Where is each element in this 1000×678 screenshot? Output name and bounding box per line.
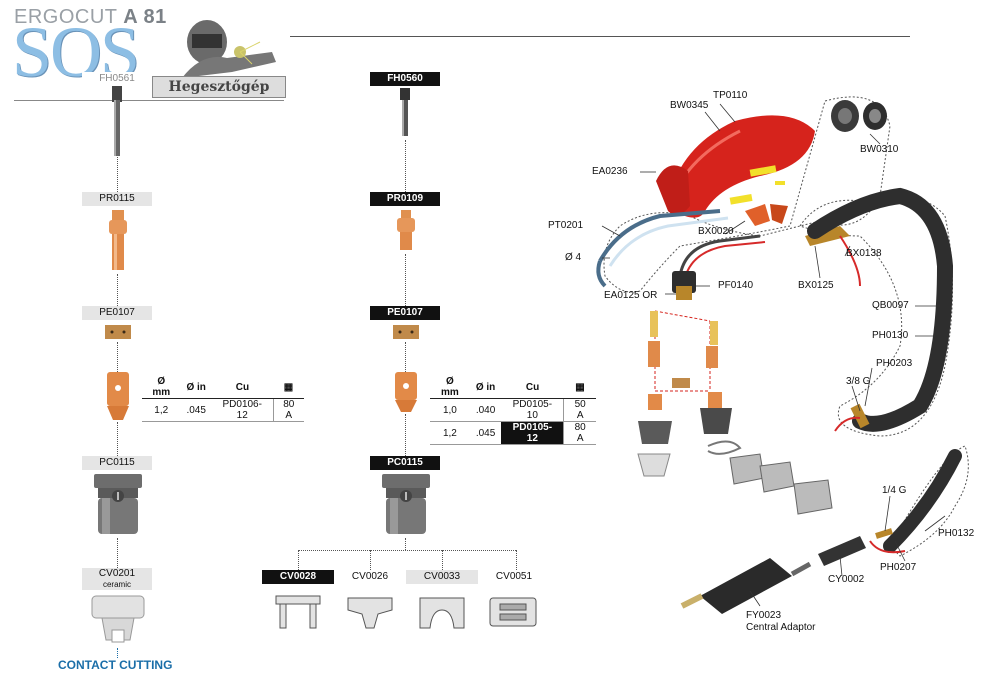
center-part-fh: FH0560	[370, 72, 440, 86]
cv-option-0028: CV0028	[262, 570, 334, 584]
center-part-pr: PR0109	[370, 192, 440, 206]
exploded-view-diagram	[596, 96, 969, 614]
callout-bx0020: BX0020	[698, 226, 734, 237]
cv-option-0026: CV0026	[334, 570, 406, 584]
left-connector-5	[117, 538, 118, 568]
center-spec-cell: 80 A	[563, 421, 596, 445]
left-part-cv: CV0201 ceramic	[82, 568, 152, 590]
callout-pf0140: PF0140	[718, 280, 754, 291]
cv-branch-1	[298, 550, 299, 570]
center-part-pe: PE0107	[370, 306, 440, 320]
left-connector-6	[117, 648, 118, 658]
left-pe-ring-icon	[105, 325, 131, 339]
callout-ph0203: PH0203	[876, 358, 913, 369]
cv-option-0033: CV0033	[406, 570, 478, 584]
left-part-pr: PR0115	[82, 192, 152, 206]
callout-ph0130: PH0130	[872, 330, 909, 341]
left-spec-cell: 1,2	[142, 398, 181, 422]
center-spec-h-mm: Ø mm	[430, 376, 470, 399]
left-spec-cell: 80 A	[272, 398, 304, 422]
amperage-icon: ▦	[563, 376, 596, 399]
center-pe-ring-icon	[393, 325, 419, 339]
center-pr-diffuser-icon	[397, 210, 415, 250]
center-spec-cell: .040	[469, 398, 502, 422]
callout-bx0125: BX0125	[798, 280, 834, 291]
callout-bx0138: BX0138	[846, 248, 882, 259]
callout-pt0201: PT0201	[548, 220, 584, 231]
center-connector-1	[405, 140, 406, 192]
contact-cutting-label: CONTACT CUTTING	[58, 658, 173, 672]
table-row: 1,2 .045 PD0106-12 80 A	[142, 398, 304, 422]
callout-tp0110: TP0110	[713, 90, 748, 101]
amperage-icon: ▦	[273, 376, 304, 399]
left-spec-h-in: Ø in	[180, 376, 212, 399]
header-rule	[290, 36, 910, 37]
welder-icon	[182, 20, 276, 78]
callout-bw0345: BW0345	[670, 100, 709, 111]
callout-ea0125: EA0125 OR	[604, 290, 658, 301]
center-spec-cell: 50 A	[563, 398, 596, 422]
center-connector-5	[405, 538, 406, 550]
brand-label: Hegesztőgép	[152, 76, 286, 98]
left-pr-diffuser-icon	[109, 210, 127, 270]
cv-branch-2	[370, 550, 371, 570]
left-connector-2	[117, 274, 118, 306]
left-spec-table: Ø mm Ø in Cu ▦ 1,2 .045 PD0106-12 80 A	[142, 376, 304, 422]
center-tip-icon	[395, 372, 417, 412]
left-spec-h-mm: Ø mm	[142, 376, 181, 399]
cv-branch-3	[442, 550, 443, 570]
callout-fy0023: FY0023	[746, 610, 782, 621]
left-connector-3	[117, 342, 118, 372]
callout-qb0097: QB0097	[872, 300, 909, 311]
center-spec-table: Ø mm Ø in Cu ▦ 1,0 .040 PD0105-10 50 A 1…	[430, 376, 596, 445]
left-cv-code: CV0201	[98, 568, 136, 579]
table-row: 1,2 .045 PD0105-12 80 A	[430, 421, 596, 445]
left-pc-cap-icon	[94, 474, 142, 534]
left-part-pc: PC0115	[82, 456, 152, 470]
center-spec-h-cu: Cu	[501, 376, 564, 399]
cv-branch-4	[516, 550, 517, 570]
left-spec-cell: .045	[180, 398, 212, 422]
center-fh-electrode-icon	[400, 88, 410, 136]
left-fh-electrode-icon	[112, 86, 122, 156]
callout-bw0310: BW0310	[860, 144, 899, 155]
center-connector-3	[405, 342, 406, 372]
cv-branch-line	[298, 550, 516, 551]
left-cv-note: ceramic	[102, 580, 131, 589]
center-spec-cell: 1,2	[430, 421, 470, 445]
center-part-pc: PC0115	[370, 456, 440, 470]
center-spec-cell: 1,0	[430, 398, 470, 422]
left-tip-icon	[107, 372, 129, 420]
left-part-fh: FH0561	[82, 72, 152, 86]
center-spec-cell: PD0105-12	[501, 421, 564, 445]
left-spec-h-cu: Cu	[211, 376, 274, 399]
left-cv-spacer-icon	[91, 595, 145, 643]
page-title: ERGOCUT A 81	[14, 6, 167, 28]
callout-g14: 1/4 G	[882, 485, 907, 496]
cv-spacers-icons	[275, 595, 537, 629]
callout-ph0207: PH0207	[880, 562, 917, 573]
center-connector-2	[405, 254, 406, 306]
center-connector-4	[405, 414, 406, 456]
callout-g38: 3/8 G	[846, 376, 871, 387]
table-row: 1,0 .040 PD0105-10 50 A	[430, 398, 596, 422]
cv-option-0051: CV0051	[478, 570, 550, 584]
callout-ea0236: EA0236	[592, 166, 628, 177]
callout-cy0002: CY0002	[828, 574, 865, 585]
left-part-pe: PE0107	[82, 306, 152, 320]
center-spec-cell: .045	[469, 421, 502, 445]
callout-ph0132: PH0132	[938, 528, 975, 539]
logo-rule	[14, 100, 284, 101]
center-pc-cap-icon	[382, 474, 430, 534]
left-spec-cell: PD0106-12	[211, 398, 274, 422]
callout-d4: Ø 4	[565, 252, 582, 263]
left-connector-4	[117, 422, 118, 456]
callout-central-adaptor: Central Adaptor	[746, 622, 816, 633]
center-spec-h-in: Ø in	[469, 376, 502, 399]
center-spec-cell: PD0105-10	[501, 398, 564, 422]
